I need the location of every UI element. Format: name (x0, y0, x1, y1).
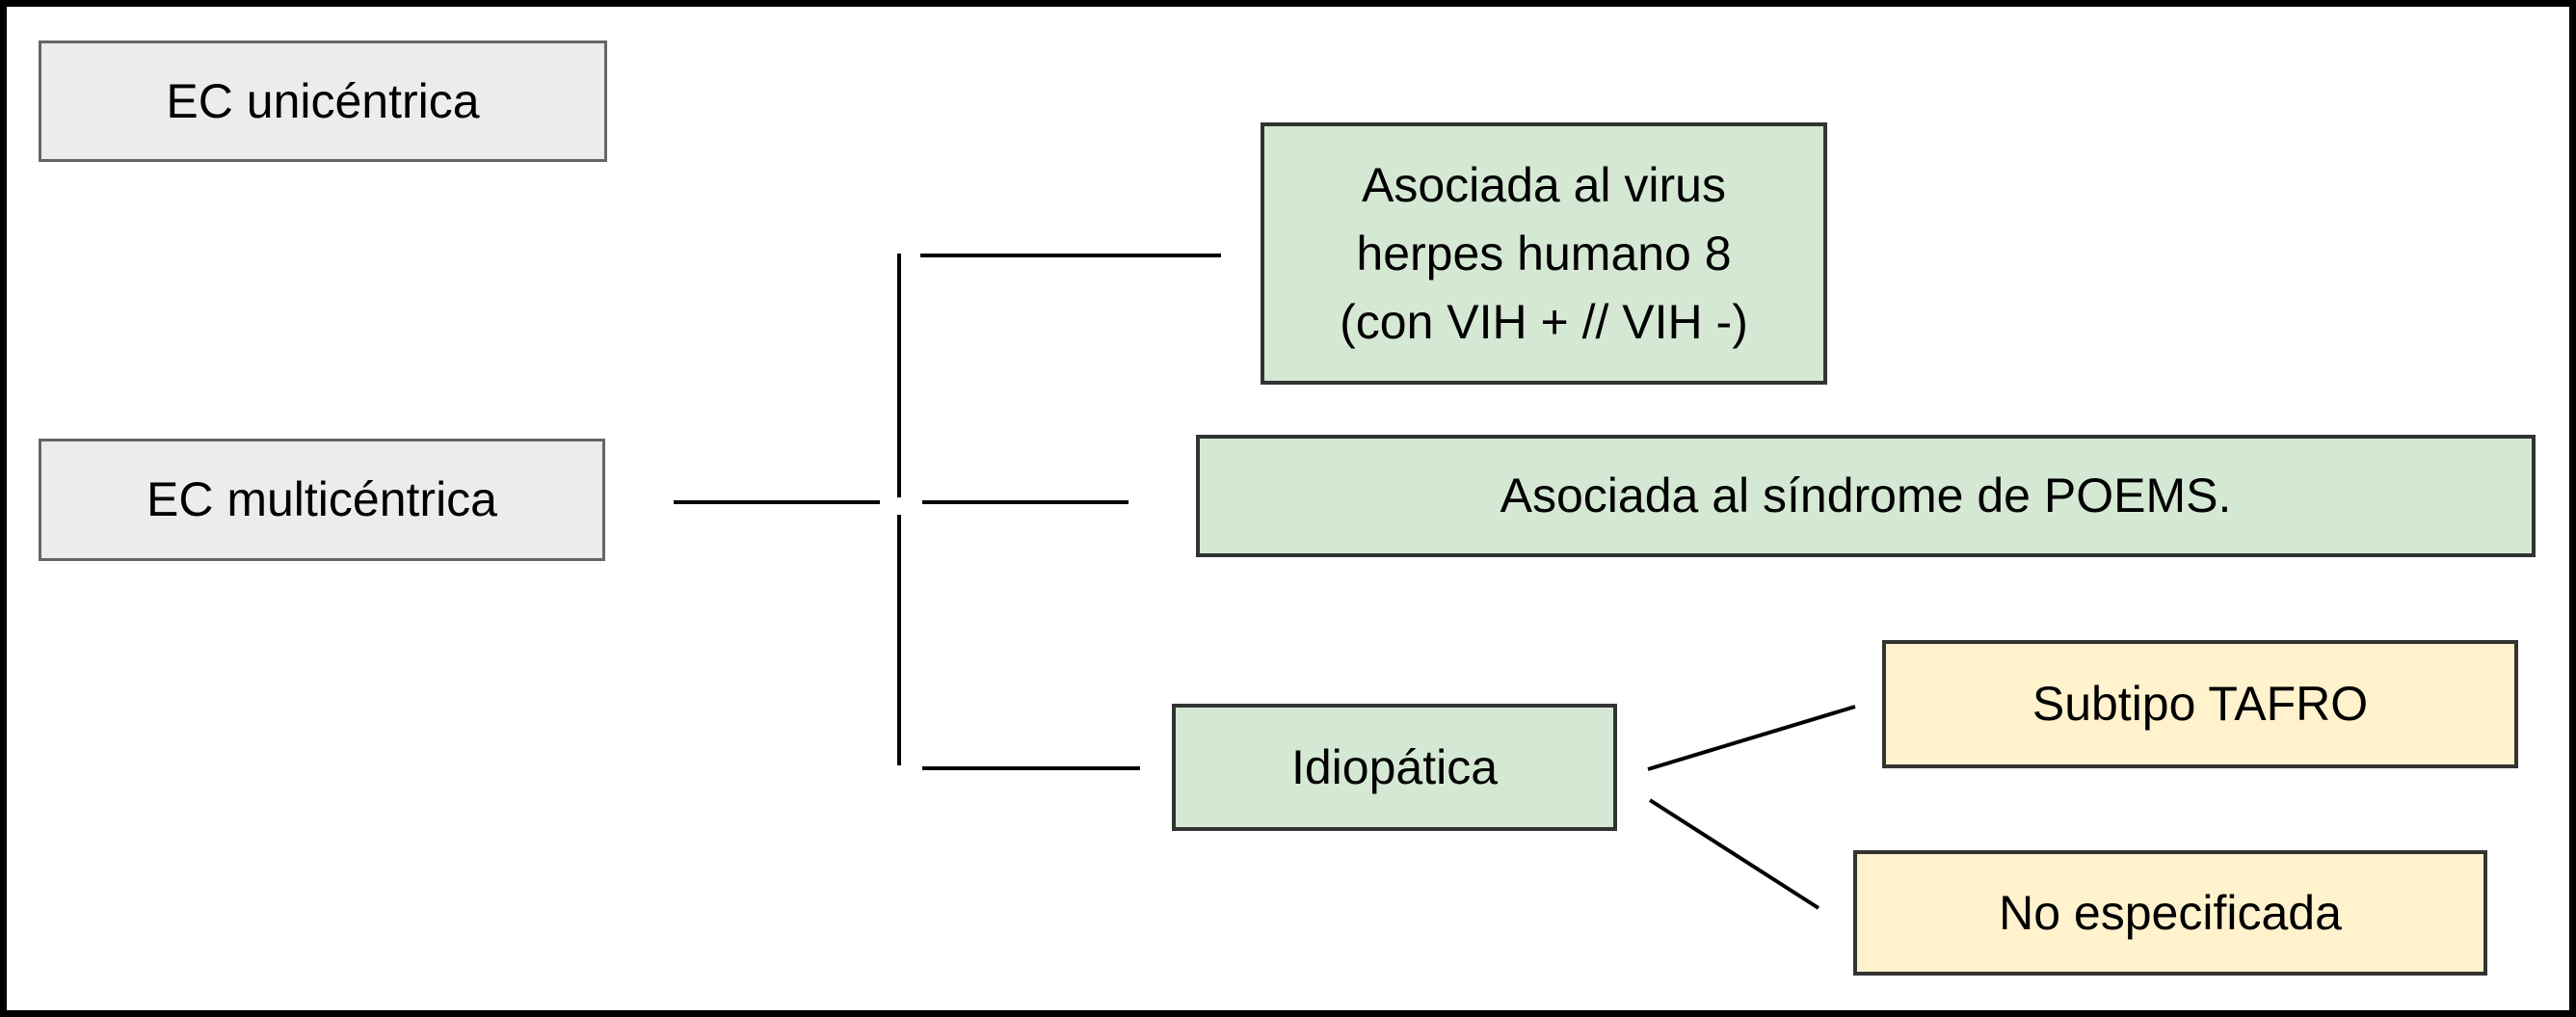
node-poems-label: Asociada al síndrome de POEMS. (1500, 468, 2232, 522)
node-no-especificada-label: No especificada (1999, 885, 2342, 940)
node-idiopatica-label: Idiopática (1290, 739, 1499, 794)
node-subtipo-tafro: Subtipo TAFRO (1882, 640, 2518, 768)
edge-idiopatica-no-especificada (1648, 798, 1820, 910)
node-ec-multicentrica: EC multicéntrica (39, 439, 605, 561)
node-ec-multicentrica-label: EC multicéntrica (146, 472, 497, 526)
node-no-especificada: No especificada (1853, 850, 2487, 976)
node-poems: Asociada al síndrome de POEMS. (1196, 435, 2536, 557)
node-idiopatica: Idiopática (1172, 704, 1617, 831)
node-hhv8: Asociada al virus herpes humano 8 (con V… (1261, 122, 1827, 385)
node-subtipo-tafro-label: Subtipo TAFRO (2032, 677, 2369, 731)
node-hhv8-label: Asociada al virus herpes humano 8 (con V… (1340, 157, 1748, 349)
edge-idiopatica-tafro (1647, 705, 1856, 771)
node-ec-unicentrica-label: EC unicéntrica (166, 73, 480, 128)
node-ec-unicentrica: EC unicéntrica (39, 40, 607, 162)
